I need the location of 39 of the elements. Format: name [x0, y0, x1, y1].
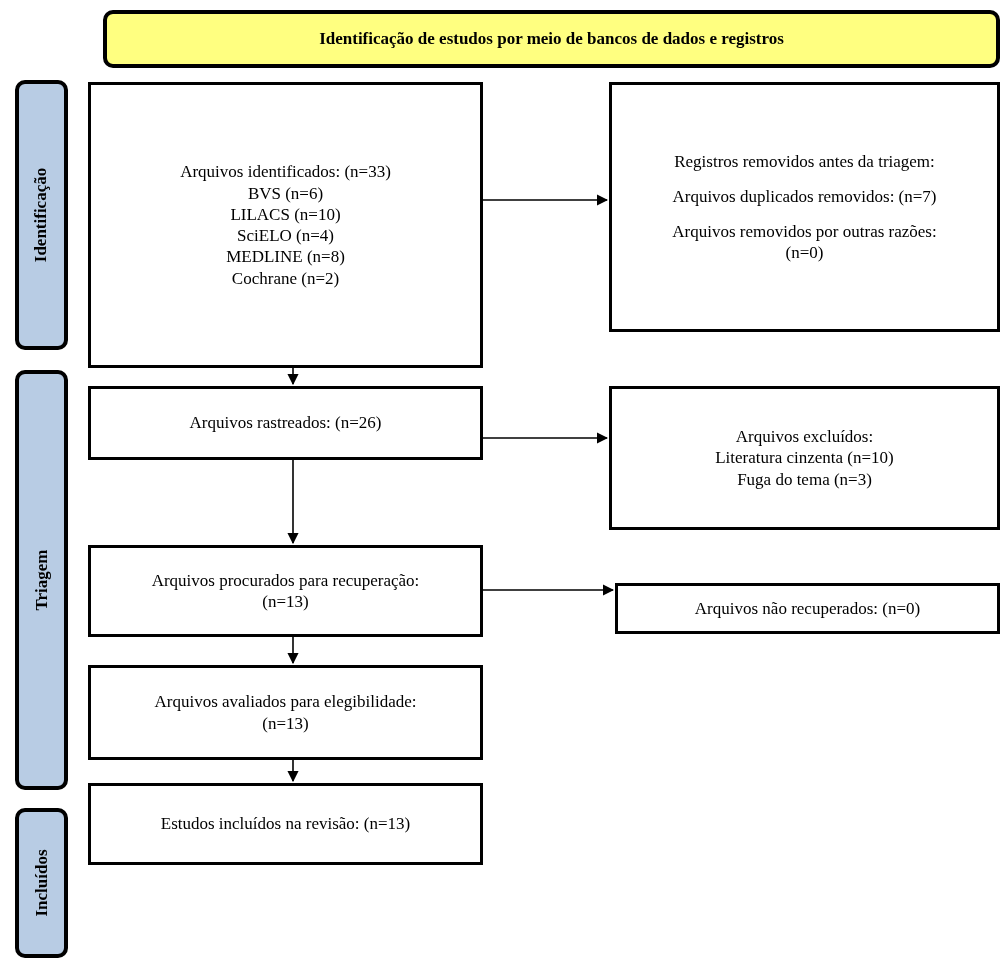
arrow: [287, 367, 299, 386]
arrow: [287, 636, 299, 665]
arrow: [287, 459, 299, 545]
arrow: [482, 584, 615, 596]
stage-label: Incluídos: [31, 849, 52, 917]
box-text: Cochrane (n=2): [231, 267, 340, 289]
box-text: Arquivos não recuperados: (n=0): [694, 597, 921, 620]
box-text: Arquivos avaliados para elegibilidade: (n=13): [153, 691, 418, 734]
box-text: Arquivos excluídos:: [735, 426, 874, 448]
box-text: Fuga do tema (n=3): [737, 468, 872, 490]
process-box: [615, 583, 1000, 634]
box-text: MEDLINE (n=8): [226, 246, 345, 268]
title-banner: Identificação de estudos por meio de bancos de dados e registros: [103, 10, 1000, 68]
box-text: Registros removidos antes da triagem:: [674, 150, 935, 172]
process-box: [88, 783, 483, 865]
process-box: [88, 82, 483, 368]
stage-band: [15, 370, 68, 790]
box-text: Estudos incluídos na revisão: (n=13): [160, 813, 411, 835]
box-text: BVS (n=6): [247, 182, 324, 204]
box-text: Arquivos identificados: (n=33): [180, 161, 391, 183]
box-text: SciELO (n=4): [237, 225, 334, 247]
process-box: [609, 386, 1000, 530]
process-box: [609, 82, 1000, 332]
box-text: Arquivos procurados para recuperação: (n=13): [150, 569, 421, 613]
stage-label: Triagem: [31, 549, 52, 611]
box-text: Arquivos removidos por outras razões: (n=0): [671, 221, 938, 264]
process-box: [88, 665, 483, 760]
arrow: [287, 759, 299, 783]
stage-label: Identificação: [31, 167, 52, 263]
arrow: [482, 194, 609, 206]
box-text: Arquivos duplicados removidos: (n=7): [672, 185, 937, 207]
stage-band: [15, 80, 68, 350]
box-text: LILACS (n=10): [230, 203, 341, 225]
box-text: Literatura cinzenta (n=10): [715, 447, 894, 469]
process-box: [88, 545, 483, 637]
process-box: [88, 386, 483, 460]
arrow: [482, 432, 609, 444]
box-text: Arquivos rastreados: (n=26): [189, 412, 382, 434]
stage-band: [15, 808, 68, 958]
